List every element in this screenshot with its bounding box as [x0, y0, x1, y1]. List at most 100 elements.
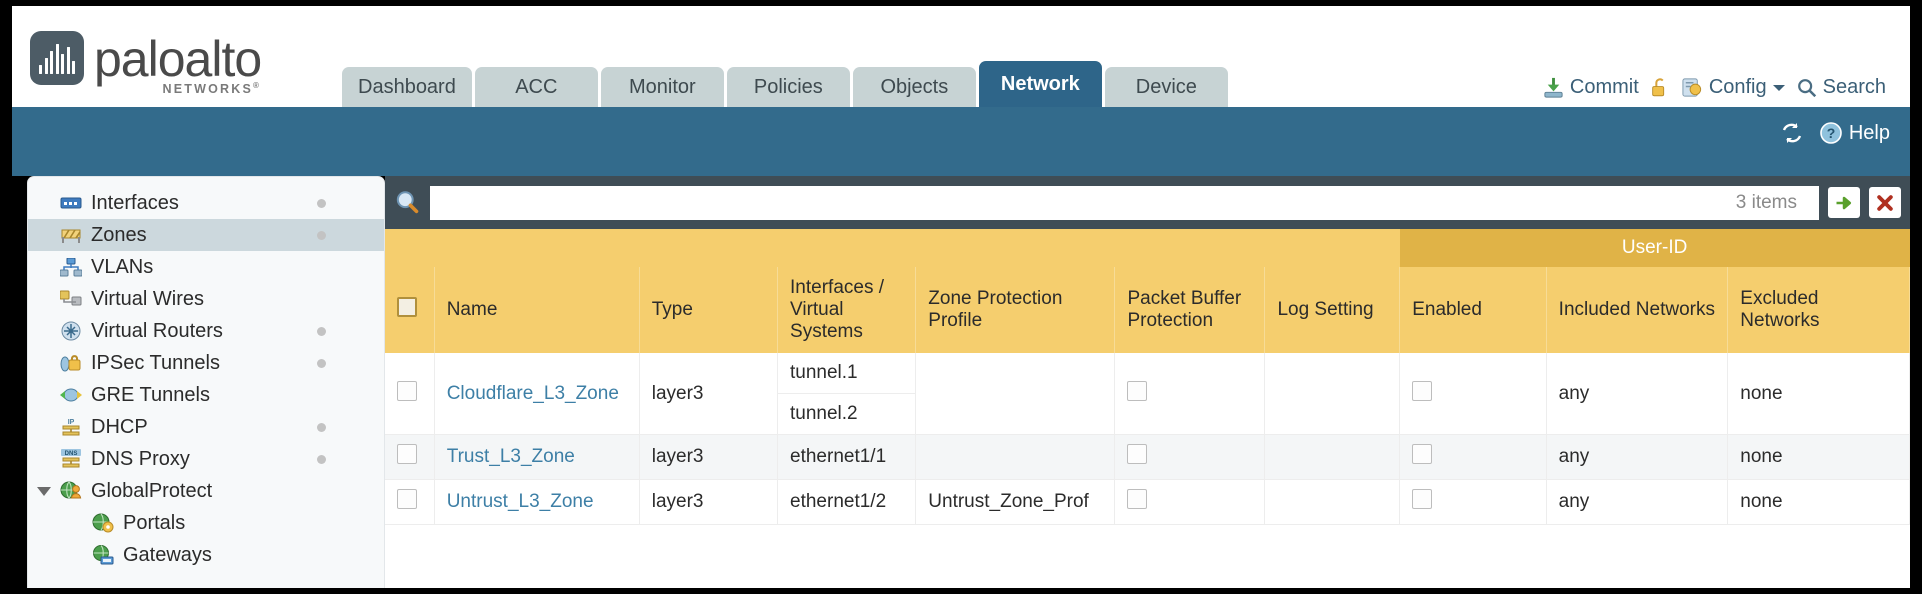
- sidebar-item-portals[interactable]: Portals: [28, 507, 384, 539]
- tab-dashboard[interactable]: Dashboard: [342, 67, 472, 107]
- status-dot: [317, 230, 326, 240]
- virtual-wires-icon: [58, 290, 84, 308]
- group-header-row: User-ID: [385, 229, 1910, 267]
- sidebar-label: DHCP: [91, 415, 148, 438]
- userid-enabled-checkbox[interactable]: [1412, 380, 1433, 401]
- sidebar-item-virtual-routers[interactable]: Virtual Routers: [28, 315, 384, 347]
- col-type[interactable]: Type: [639, 267, 779, 353]
- sidebar-item-virtual-wires[interactable]: Virtual Wires: [28, 283, 384, 315]
- tab-device[interactable]: Device: [1104, 67, 1228, 107]
- sidebar-label: Portals: [123, 511, 186, 534]
- select-all-header[interactable]: [385, 267, 435, 353]
- help-button[interactable]: ? Help: [1819, 121, 1890, 145]
- sidebar-item-globalprotect[interactable]: GlobalProtect: [28, 475, 384, 507]
- gre-tunnels-icon: [58, 386, 84, 404]
- table-row[interactable]: Untrust_L3_Zone layer3 ethernet1/2 Untru…: [385, 479, 1910, 525]
- cell-interfaces: tunnel.1 tunnel.2: [777, 353, 917, 435]
- cell-userid-enabled[interactable]: [1399, 434, 1547, 480]
- tab-monitor[interactable]: Monitor: [600, 67, 724, 107]
- cell-name[interactable]: Untrust_L3_Zone: [434, 479, 640, 525]
- interface-item: tunnel.2: [790, 403, 858, 424]
- table-row[interactable]: Cloudflare_L3_Zone layer3 tunnel.1 tunne…: [385, 353, 1910, 435]
- tab-objects[interactable]: Objects: [852, 67, 976, 107]
- userid-enabled-checkbox[interactable]: [1412, 489, 1433, 509]
- virtual-routers-icon: [58, 321, 84, 341]
- sidebar-item-interfaces[interactable]: Interfaces: [28, 187, 384, 219]
- search-icon: [1796, 77, 1818, 99]
- cell-userid-enabled[interactable]: [1399, 353, 1547, 435]
- brand-logo: paloalto NETWORKS®: [30, 30, 262, 97]
- tab-network[interactable]: Network: [978, 61, 1102, 107]
- help-question-icon: ?: [1819, 121, 1843, 145]
- top-bar: paloalto NETWORKS® Dashboard ACC Monitor…: [12, 6, 1910, 107]
- commit-button[interactable]: Commit: [1542, 76, 1639, 99]
- unlock-icon[interactable]: [1649, 76, 1671, 99]
- packet-buffer-checkbox[interactable]: [1127, 444, 1148, 464]
- refresh-icon[interactable]: [1779, 121, 1805, 145]
- cell-packet-buffer-protection[interactable]: [1114, 479, 1266, 525]
- svg-text:DNS: DNS: [65, 451, 78, 457]
- search-magnifier-icon[interactable]: [394, 189, 421, 216]
- clear-filter-button[interactable]: [1869, 187, 1901, 218]
- col-name[interactable]: Name: [434, 267, 640, 353]
- search-input[interactable]: 3 items: [430, 185, 1819, 220]
- zones-table: User-ID Name Type Interfaces / Virtual S…: [385, 229, 1910, 525]
- sidebar-item-ipsec-tunnels[interactable]: IPSec Tunnels: [28, 347, 384, 379]
- col-included-networks[interactable]: Included Networks: [1546, 267, 1729, 353]
- tab-policies[interactable]: Policies: [726, 67, 850, 107]
- config-wrench-icon: [1681, 76, 1704, 99]
- group-header-spacer: [385, 229, 1400, 267]
- top-actions: Commit Config: [1542, 76, 1886, 99]
- packet-buffer-checkbox[interactable]: [1127, 380, 1148, 401]
- zone-link[interactable]: Trust_L3_Zone: [446, 446, 575, 467]
- packet-buffer-checkbox[interactable]: [1127, 489, 1148, 509]
- sidebar-item-dhcp[interactable]: IP DHCP: [28, 411, 384, 443]
- cell-name[interactable]: Cloudflare_L3_Zone: [434, 353, 640, 435]
- col-zone-protection-profile[interactable]: Zone Protection Profile: [915, 267, 1116, 353]
- cell-name[interactable]: Trust_L3_Zone: [434, 434, 640, 480]
- cell-log-setting: [1264, 479, 1401, 525]
- search-button[interactable]: Search: [1796, 76, 1886, 99]
- row-select-cell[interactable]: [385, 353, 435, 435]
- row-checkbox[interactable]: [397, 444, 417, 464]
- row-checkbox[interactable]: [397, 380, 417, 401]
- status-dot: [317, 326, 326, 336]
- network-sidebar: Interfaces Zones VLANs Virtual Wires: [27, 176, 385, 588]
- cell-userid-enabled[interactable]: [1399, 479, 1547, 525]
- col-interfaces[interactable]: Interfaces / Virtual Systems: [777, 267, 917, 353]
- table-row[interactable]: Trust_L3_Zone layer3 ethernet1/1 any non…: [385, 434, 1910, 480]
- brand-name: paloalto: [94, 30, 262, 87]
- config-label: Config: [1708, 76, 1767, 98]
- main-nav-tabs: Dashboard ACC Monitor Policies Objects N…: [342, 61, 1228, 107]
- cell-log-setting: [1264, 434, 1401, 480]
- sidebar-item-gre-tunnels[interactable]: GRE Tunnels: [28, 379, 384, 411]
- sidebar-item-zones[interactable]: Zones: [28, 219, 384, 251]
- config-menu[interactable]: Config: [1681, 76, 1786, 99]
- sidebar-label: Virtual Wires: [91, 287, 204, 310]
- select-all-checkbox[interactable]: [397, 297, 417, 317]
- row-select-cell[interactable]: [385, 479, 435, 525]
- sidebar-label: DNS Proxy: [91, 447, 190, 470]
- col-excluded-networks[interactable]: Excluded Networks: [1727, 267, 1910, 353]
- sidebar-label: Gateways: [123, 543, 212, 566]
- row-checkbox[interactable]: [397, 489, 417, 509]
- zone-link[interactable]: Cloudflare_L3_Zone: [446, 382, 619, 404]
- zone-link[interactable]: Untrust_L3_Zone: [446, 491, 594, 512]
- sidebar-item-gateways[interactable]: Gateways: [28, 539, 384, 571]
- cell-packet-buffer-protection[interactable]: [1114, 353, 1266, 435]
- dhcp-icon: IP: [58, 417, 84, 437]
- col-userid-enabled[interactable]: Enabled: [1399, 267, 1547, 353]
- tab-acc[interactable]: ACC: [474, 67, 598, 107]
- col-log-setting[interactable]: Log Setting: [1264, 267, 1401, 353]
- sidebar-item-vlans[interactable]: VLANs: [28, 251, 384, 283]
- sidebar-label: IPSec Tunnels: [91, 351, 220, 374]
- userid-enabled-checkbox[interactable]: [1412, 444, 1433, 464]
- sidebar-label: GRE Tunnels: [91, 383, 210, 406]
- cell-packet-buffer-protection[interactable]: [1114, 434, 1266, 480]
- sidebar-item-dns-proxy[interactable]: DNS DNS Proxy: [28, 443, 384, 475]
- row-select-cell[interactable]: [385, 434, 435, 480]
- apply-filter-button[interactable]: [1828, 187, 1860, 218]
- cell-zone-protection-profile: Untrust_Zone_Prof: [915, 479, 1116, 525]
- expand-collapse-twisty-icon[interactable]: [37, 486, 51, 496]
- col-packet-buffer-protection[interactable]: Packet Buffer Protection: [1114, 267, 1266, 353]
